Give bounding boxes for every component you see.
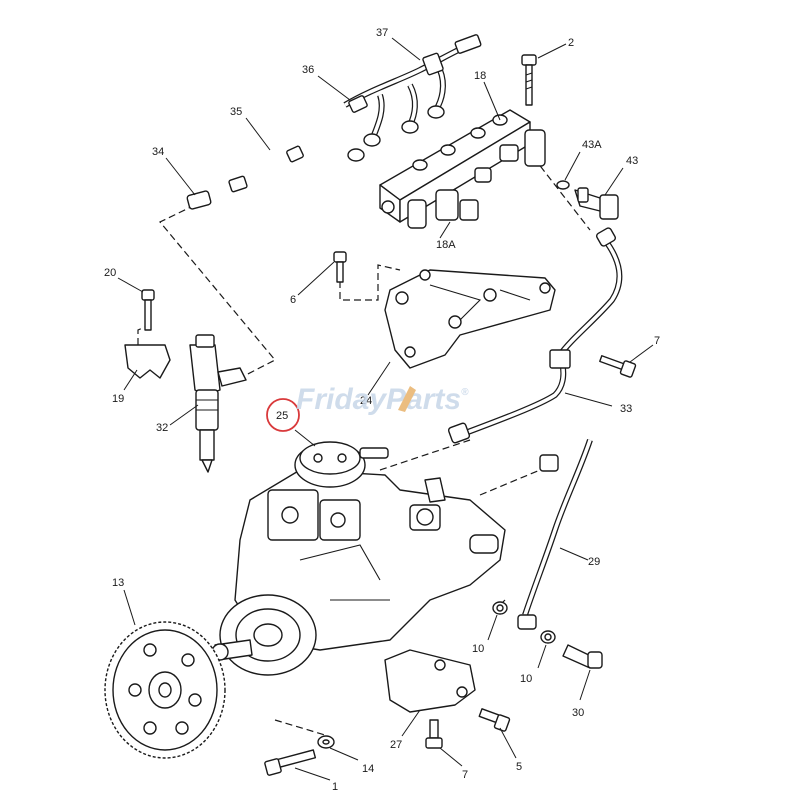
drive-gear-13 bbox=[104, 621, 226, 759]
callout-29[interactable]: 29 bbox=[588, 556, 600, 568]
bracket-24 bbox=[384, 269, 556, 369]
callout-7-upper[interactable]: 7 bbox=[654, 335, 660, 347]
callout-10-a[interactable]: 10 bbox=[472, 643, 484, 655]
fuel-line-36-37 bbox=[343, 34, 482, 162]
callout-18[interactable]: 18 bbox=[474, 70, 486, 82]
callout-7-lower[interactable]: 7 bbox=[462, 769, 468, 781]
callout-6[interactable]: 6 bbox=[290, 294, 296, 306]
watermark-friday: Friday bbox=[296, 383, 387, 416]
watermark-parts: Parts bbox=[386, 383, 461, 416]
callout-24[interactable]: 24 bbox=[360, 395, 372, 407]
bolt-2-top bbox=[521, 54, 537, 106]
callout-2-top[interactable]: 2 bbox=[568, 37, 574, 49]
callout-27[interactable]: 27 bbox=[390, 739, 402, 751]
callout-14[interactable]: 14 bbox=[362, 763, 374, 775]
callout-18a[interactable]: 18A bbox=[436, 239, 456, 251]
callout-43a[interactable]: 43A bbox=[582, 139, 602, 151]
callout-37[interactable]: 37 bbox=[376, 27, 388, 39]
callout-25[interactable]: 25 bbox=[276, 410, 288, 422]
callout-10-b[interactable]: 10 bbox=[520, 673, 532, 685]
callout-25-highlight-circle bbox=[266, 398, 300, 432]
callout-1[interactable]: 1 bbox=[332, 781, 338, 793]
fuel-injection-pump-25 bbox=[211, 441, 506, 676]
callout-32[interactable]: 32 bbox=[156, 422, 168, 434]
watermark-swoosh bbox=[398, 386, 416, 412]
fuel-line-33 bbox=[447, 227, 623, 444]
callout-34[interactable]: 34 bbox=[152, 146, 164, 158]
leader-lines bbox=[117, 37, 654, 781]
bolt-20-clamp-19 bbox=[124, 289, 171, 379]
fuel-line-35 bbox=[186, 108, 362, 210]
pressure-sensor-43 bbox=[556, 180, 619, 220]
callout-labels: 37 2 36 18 35 34 43A 43 18A 20 6 7 19 24… bbox=[104, 27, 660, 793]
bolt-7-upper bbox=[599, 355, 637, 378]
svg-text:FridayParts®: FridayParts® bbox=[296, 383, 469, 416]
callout-33[interactable]: 33 bbox=[620, 403, 632, 415]
callout-36[interactable]: 36 bbox=[302, 64, 314, 76]
common-rail bbox=[379, 109, 546, 229]
callout-20[interactable]: 20 bbox=[104, 267, 116, 279]
injector-32 bbox=[189, 334, 247, 473]
callout-43[interactable]: 43 bbox=[626, 155, 638, 167]
callout-5[interactable]: 5 bbox=[516, 761, 522, 773]
callout-19[interactable]: 19 bbox=[112, 393, 124, 405]
callout-35[interactable]: 35 bbox=[230, 106, 242, 118]
bracket-27 bbox=[384, 649, 476, 713]
watermark-registered: ® bbox=[461, 387, 469, 398]
washers-10-bolt-30 bbox=[492, 601, 603, 669]
watermark-logo: FridayParts® bbox=[296, 383, 469, 416]
callout-13[interactable]: 13 bbox=[112, 577, 124, 589]
bolts-lower bbox=[264, 708, 511, 776]
bolt-6 bbox=[333, 251, 347, 283]
callout-30[interactable]: 30 bbox=[572, 707, 584, 719]
fuel-line-29 bbox=[517, 439, 593, 630]
